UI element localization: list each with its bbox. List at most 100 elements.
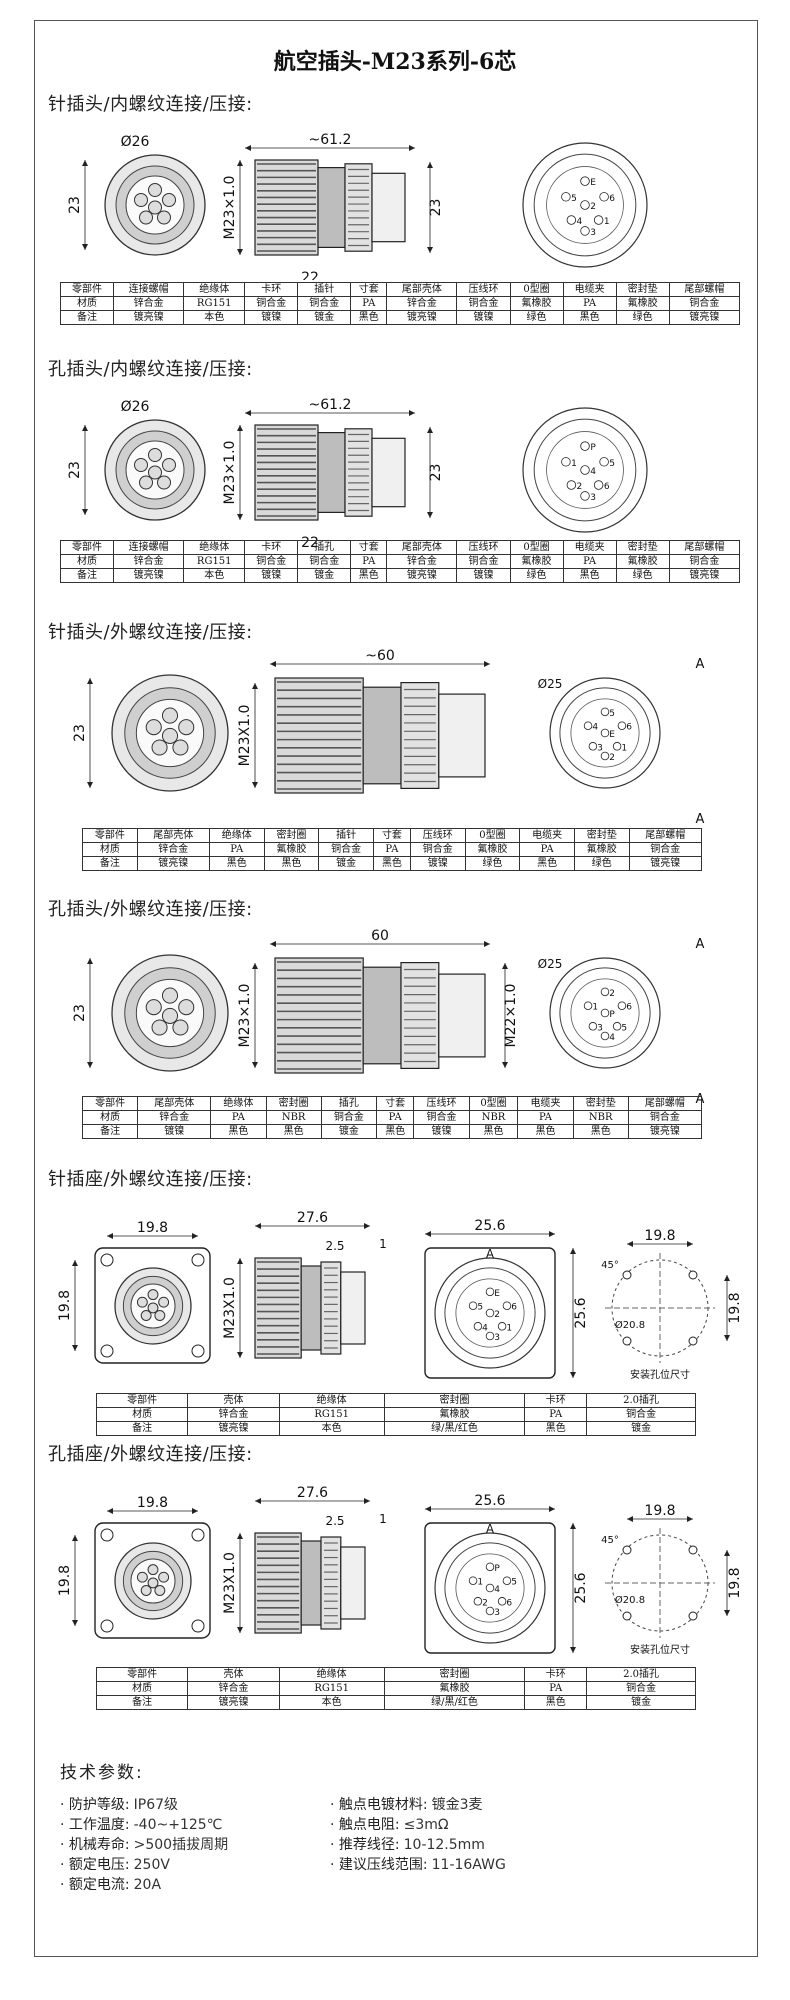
table-cell: 密封垫 [615,282,670,297]
contact-hole [148,183,162,197]
table-cell: 备注 [81,1124,139,1139]
table-cell: 本色 [278,1421,385,1436]
pin-contact [580,200,590,210]
table-cell: 备注 [59,310,115,325]
table-cell: 卡环 [244,282,299,297]
table-cell: 尾部螺帽 [668,540,741,555]
connector-side-view [254,159,406,256]
pin-contact [593,215,604,225]
table-cell: 氟橡胶 [509,296,564,311]
pin-contact [485,1562,495,1572]
table-cell: 零部件 [59,282,115,297]
table-cell: 镀金 [586,1695,696,1710]
pin-contact [473,1597,483,1606]
mounting-hole-caption: 安装孔位尺寸 [630,1368,690,1381]
table-row: 备注镀亮镍本色绿/黑/红色黑色镀金 [95,1421,696,1436]
table-cell: 黑色 [572,1124,629,1139]
contact-hole [140,1310,152,1321]
table-cell: 备注 [82,856,138,871]
table-cell: 镀镍 [456,310,511,325]
pin-contact [600,1031,610,1041]
table-cell: 铜合金 [297,296,352,311]
dimension-label: 23 [67,461,83,479]
table-cell: 尾部螺帽 [628,828,703,843]
table-cell: PA [208,842,265,857]
section-mark-label: A [696,657,705,672]
dimension-label: Ø26 [121,399,150,415]
pin-number-label: 5 [477,1303,483,1313]
pin-contact [485,1606,495,1616]
contact-hole [136,1296,148,1308]
table-cell: 镀亮镍 [187,1421,280,1436]
table-cell: NBR [572,1110,629,1125]
pin-number-label: 5 [511,1578,517,1588]
table-cell: 本色 [183,310,246,325]
table-cell: 绝缘体 [278,1393,385,1408]
table-cell: 本色 [278,1695,385,1710]
dimension-label: 23 [428,464,444,482]
table-cell: PA [524,1681,588,1696]
mounting-hole-diagram [605,1528,715,1638]
section-heading: 针插头/外螺纹连接/压接: [48,622,253,643]
table-cell: 黑色 [208,856,265,871]
table-cell: 镀金 [320,1124,377,1139]
table-cell: PA [350,296,388,311]
table-cell: 镀亮镍 [668,568,741,583]
table-cell: 镀镍 [137,1124,212,1139]
table-cell: 连接螺帽 [113,540,185,555]
table-cell: NBR [265,1110,322,1125]
param-row: · 额定电流:20A [60,1877,162,1893]
pin-number-label: 5 [571,194,577,204]
contact-hole [140,1585,152,1596]
table-cell: 氟橡胶 [263,842,320,857]
table-cell: 尾部壳体 [137,1096,212,1111]
table-cell: 密封垫 [573,828,630,843]
table-cell: 铜合金 [409,842,466,857]
pin-number-label: 6 [626,723,632,733]
table-cell: 氟橡胶 [383,1407,526,1422]
contact-hole [162,193,176,207]
table-cell: 寸套 [350,540,388,555]
table-cell: PA [375,1110,415,1125]
pin-number-label: 2 [482,1598,488,1608]
pin-number-label: 4 [609,1033,615,1043]
section-mark-label: A [486,1247,495,1261]
pin-number-label: 4 [577,217,583,227]
pin-contact [600,1008,610,1018]
table-cell: 电缆夹 [517,1096,574,1111]
table-cell: 镀镍 [244,568,299,583]
contact-hole [157,475,171,490]
section-heading: 针插头/内螺纹连接/压接: [48,94,253,115]
table-cell: 密封圈 [383,1393,526,1408]
table-cell: 尾部螺帽 [627,1096,703,1111]
table-cell: 电缆夹 [519,828,575,843]
table-cell: 绿/黑/红色 [383,1695,526,1710]
table-cell: 绿色 [509,568,564,583]
pin-number-label: E [609,730,615,740]
pin-contact [468,1301,478,1310]
dimension-label: 1 [379,1512,387,1526]
mounting-hole-caption: 安装孔位尺寸 [630,1643,690,1656]
dimension-label: 19.8 [57,1290,73,1321]
param-row: · 触点电阻:≤3mΩ [330,1817,449,1833]
dimension-label: ~60 [365,648,395,664]
contact-hole [172,1019,189,1036]
pin-number-label: 5 [621,1023,627,1033]
section-heading: 孔插座/外螺纹连接/压接: [48,1444,253,1465]
pin-number-label: E [494,1289,500,1299]
pin-number-label: 2 [609,989,615,999]
page-frame [34,20,758,1957]
dimension-label: 19.8 [137,1220,168,1236]
contact-hole [161,727,179,744]
pin-number-label: P [609,1010,615,1020]
